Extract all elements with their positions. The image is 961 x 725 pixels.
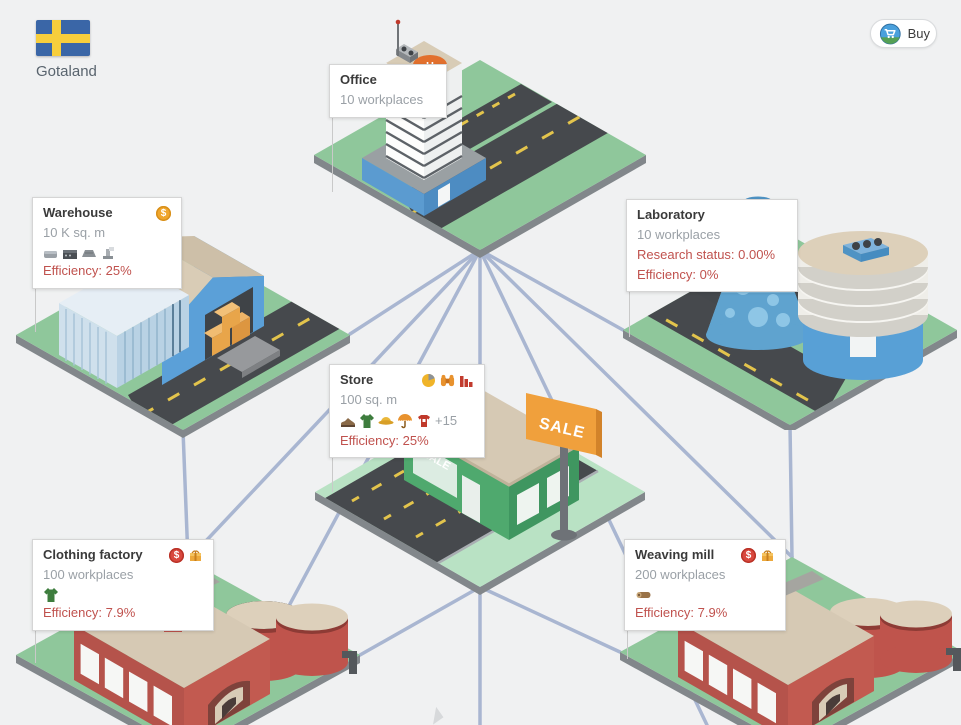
shop-window bbox=[517, 483, 539, 525]
tooltip-connector bbox=[627, 619, 628, 659]
goods-tshirt-icon bbox=[44, 587, 58, 602]
warehouse-size: 10 K sq. m bbox=[43, 224, 106, 240]
clothing-factory-tooltip[interactable]: Clothing factory $ 100 workplaces Effici… bbox=[32, 539, 214, 631]
cargo-box-icon bbox=[222, 307, 240, 333]
goods-tshirt-icon bbox=[360, 414, 374, 429]
ramp bbox=[217, 336, 280, 372]
door bbox=[462, 475, 480, 523]
goods-fabric-icon bbox=[44, 250, 57, 258]
tooltip-connector bbox=[35, 619, 36, 663]
clothing-factory-workplaces: 100 workplaces bbox=[43, 566, 134, 582]
laboratory-title[interactable]: Laboratory bbox=[637, 207, 705, 222]
goods-bag-icon bbox=[82, 249, 96, 257]
laboratory-research-status: Research status: 0.00% bbox=[637, 246, 776, 262]
store-tooltip[interactable]: Store 100 sq. m bbox=[329, 364, 485, 459]
weaving-mill-tooltip[interactable]: Weaving mill $ 200 workplaces Efficiency… bbox=[624, 539, 786, 631]
buy-label: Buy bbox=[907, 26, 930, 41]
weaving-mill-title[interactable]: Weaving mill bbox=[635, 547, 715, 562]
goods-hat-icon bbox=[378, 417, 394, 425]
laboratory-efficiency: Efficiency: 0% bbox=[637, 266, 719, 282]
goods-umbrella-icon bbox=[398, 414, 412, 429]
tooltip-connector bbox=[35, 279, 36, 332]
region-name: Gotaland bbox=[36, 63, 97, 80]
tooltip-connector bbox=[332, 110, 333, 192]
ac-unit-icon bbox=[843, 238, 889, 262]
office-title[interactable]: Office bbox=[340, 72, 377, 87]
award-icon bbox=[762, 550, 773, 561]
clothing-factory-title[interactable]: Clothing factory bbox=[43, 547, 143, 562]
cylinder-tower bbox=[798, 231, 928, 380]
flask-icon bbox=[706, 196, 810, 350]
goods-machine-icon bbox=[63, 249, 77, 259]
office-building[interactable]: H bbox=[312, 8, 648, 258]
goods-mixer-icon bbox=[103, 246, 114, 259]
pipe-icon bbox=[946, 648, 961, 671]
store-title[interactable]: Store bbox=[340, 372, 374, 387]
tooltip-connector bbox=[629, 279, 630, 337]
pie-chart-icon bbox=[422, 373, 435, 387]
money-icon: $ bbox=[156, 205, 171, 221]
flag-cross bbox=[36, 34, 90, 43]
buy-button[interactable]: Buy bbox=[870, 19, 937, 48]
cart-icon bbox=[879, 23, 901, 44]
warehouse-tooltip[interactable]: Warehouse $ 10 K sq. m Efficiency: 25% bbox=[32, 197, 182, 289]
clothing-factory-efficiency: Efficiency: 7.9% bbox=[43, 604, 136, 620]
goods-jersey-icon bbox=[418, 415, 430, 428]
pipe-icon bbox=[342, 651, 357, 674]
office-tooltip[interactable]: Office 10 workplaces bbox=[329, 64, 447, 118]
laboratory-workplaces: 10 workplaces bbox=[637, 226, 721, 242]
warehouse-efficiency: Efficiency: 25% bbox=[43, 262, 132, 278]
tooltip-connector bbox=[332, 448, 333, 492]
store-goods-more: +15 bbox=[435, 412, 458, 428]
goods-shoe-icon bbox=[341, 418, 355, 428]
binoculars-icon bbox=[440, 374, 455, 387]
laboratory-building[interactable] bbox=[618, 175, 961, 430]
region-selector[interactable]: Gotaland bbox=[36, 20, 97, 80]
money-icon: $ bbox=[741, 547, 756, 563]
sale-sign: SALE bbox=[526, 393, 602, 541]
weaving-mill-efficiency: Efficiency: 7.9% bbox=[635, 604, 728, 620]
laboratory-tooltip[interactable]: Laboratory 10 workplaces Research status… bbox=[626, 199, 798, 293]
warehouse-title[interactable]: Warehouse bbox=[43, 205, 113, 220]
award-icon bbox=[190, 550, 201, 561]
cargo-box-icon bbox=[212, 328, 230, 356]
office-workplaces: 10 workplaces bbox=[340, 91, 424, 107]
weaving-mill-workplaces: 200 workplaces bbox=[635, 566, 726, 582]
goods-fabric-roll-icon bbox=[636, 591, 651, 598]
sweden-flag-icon bbox=[36, 20, 90, 56]
sales-chart-icon bbox=[460, 375, 473, 387]
store-size: 100 sq. m bbox=[340, 391, 398, 407]
store-efficiency: Efficiency: 25% bbox=[340, 432, 429, 448]
money-icon: $ bbox=[169, 547, 184, 563]
cargo-box-icon bbox=[232, 317, 250, 345]
